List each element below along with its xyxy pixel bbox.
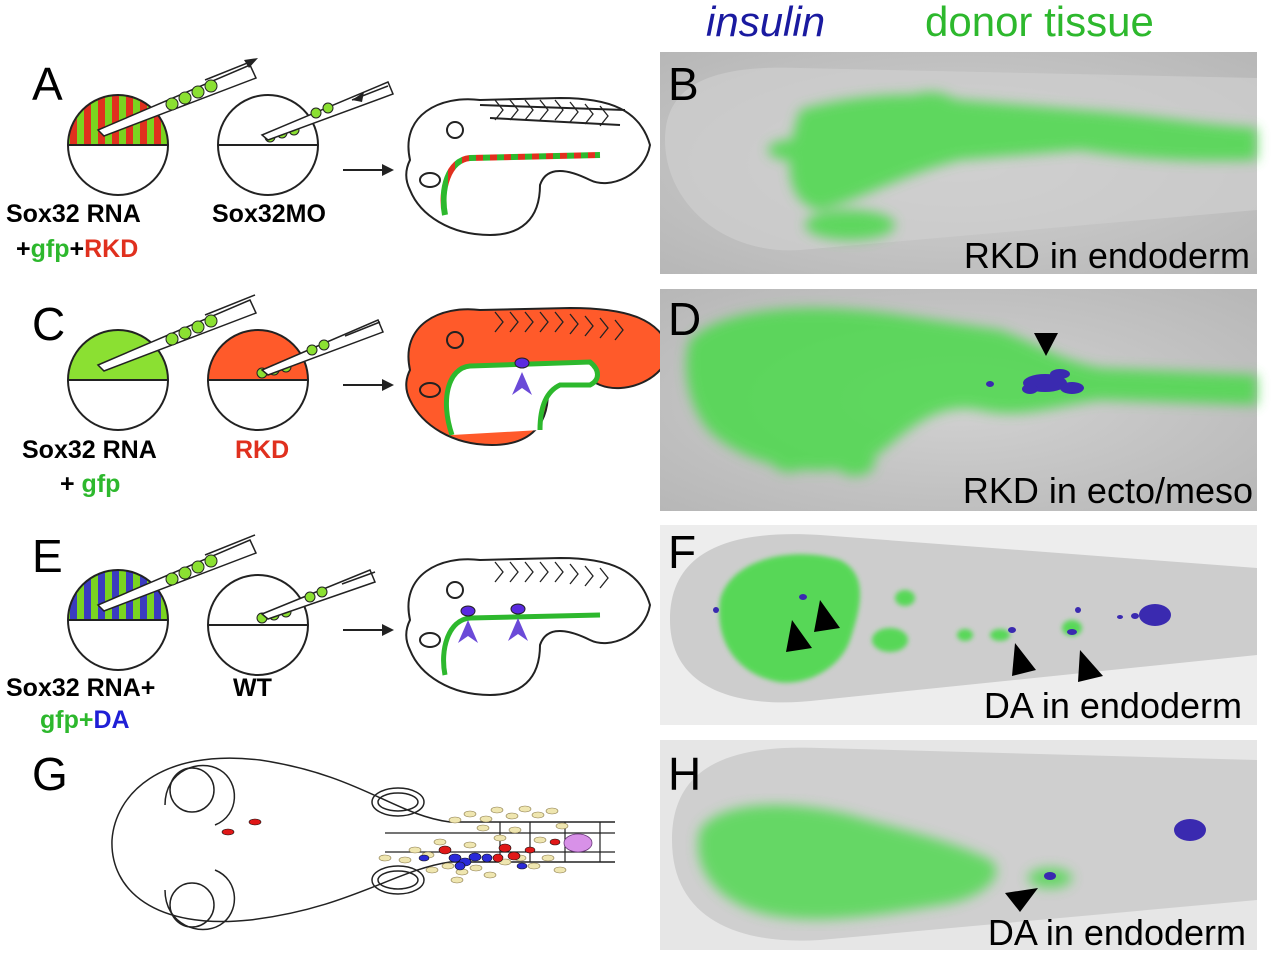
photo-label-d: RKD in ecto/meso [963,470,1253,511]
caption-e-line2: gfp+DA [40,706,130,734]
insulin-header: insulin [706,0,825,45]
donor-tissue-header: donor tissue [925,0,1154,45]
panel-letter-f: F [668,526,696,578]
donor-embryo-a [67,94,169,196]
caption-a-line2: +gfp+RKD [16,235,138,263]
arrowhead-h [1005,888,1038,912]
arrowhead-d [1034,333,1058,356]
gfp-signal-d [686,308,1257,476]
arrowhead-c [512,372,532,395]
panel-c: C [22,294,672,498]
caption-a-line1: Sox32 RNA [6,200,141,228]
gfp-signal-f [719,554,1082,683]
panel-letter-b: B [668,58,699,110]
gut-tube-a [440,152,601,216]
donor-embryo-e [67,569,169,671]
host-embryo-e [207,574,309,676]
pipette-a2 [260,81,394,141]
panel-a: A [6,58,652,263]
embryo-outline-a [405,96,652,237]
panel-h: H DA in endoderm [660,740,1257,953]
panel-f: F DA in endoderm [660,525,1257,726]
panel-d: D RKD in ecto/meso [660,289,1257,511]
host-embryo-c [207,329,309,431]
pipette-c1 [96,294,258,372]
host-embryo-a [217,94,319,196]
arrowhead-e1 [458,620,478,643]
pipette-a1 [96,58,258,137]
wt-label-e: WT [233,674,272,702]
caption-c-line1: Sox32 RNA [22,436,157,464]
insulin-spots-f [713,594,1171,635]
insulin-spots-d [986,369,1084,394]
embryo-c [405,306,672,447]
panel-e: E [6,530,652,734]
panel-g: G [32,748,615,931]
photo-label-b: RKD in endoderm [964,235,1250,276]
photo-label-h: DA in endoderm [988,912,1246,953]
cell-cluster-g [221,805,593,884]
panel-letter-d: D [668,293,701,345]
arrowheads-f [786,600,1103,682]
caption-e-line1: Sox32 RNA+ [6,674,155,702]
pipette-e2 [260,569,376,620]
panel-letter-c: C [32,298,65,350]
caption-c-line2: + gfp [60,470,120,498]
gfp-signal-b [768,92,1257,240]
panel-letter-g: G [32,748,68,800]
otic-vesicles-g [371,787,425,895]
larva-outline-g [111,757,615,923]
panel-letter-e: E [32,530,63,582]
insulin-spots-h [1044,819,1206,880]
donor-embryo-c [67,329,169,431]
mo-label-a: Sox32MO [212,200,326,228]
somites-a [494,99,609,127]
pipette-e1 [96,534,258,612]
pipette-c2 [260,319,384,376]
embryo-outline-e [405,556,652,697]
panel-letter-a: A [32,58,63,110]
eyes-g [164,764,236,931]
arrowhead-e2 [508,618,528,641]
panel-b: B RKD in endoderm [660,52,1257,276]
photo-label-f: DA in endoderm [984,685,1242,726]
panel-letter-h: H [668,748,701,800]
rkd-label-c: RKD [235,436,289,464]
